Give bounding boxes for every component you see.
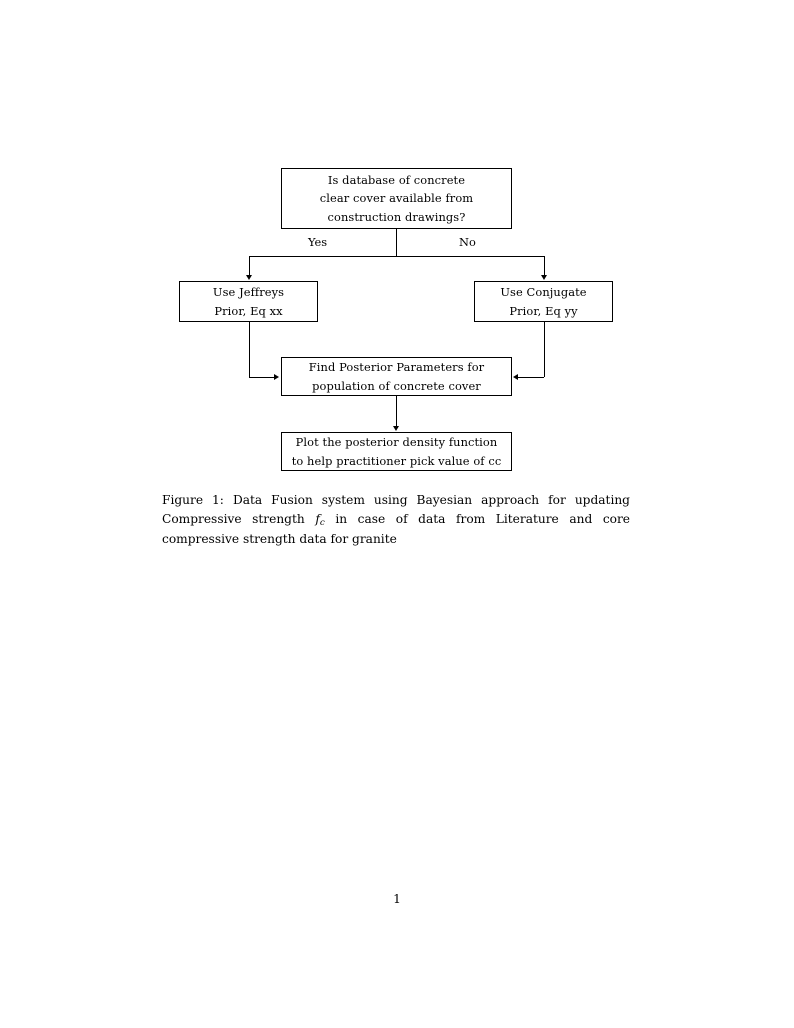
figure-caption-symbol-subscript: c (319, 517, 325, 528)
flow-node-conjugate-prior[interactable]: Use Conjugate Prior, Eq yy (474, 281, 613, 322)
figure-caption-text-before: Data Fusion system using Bayesian approa… (162, 493, 630, 526)
flow-node-jeffreys-line-1: Use Jeffreys (212, 285, 285, 300)
flow-node-jeffreys-prior[interactable]: Use Jeffreys Prior, Eq xx (179, 281, 318, 322)
flow-node-plot-posterior-density[interactable]: Plot the posterior density function to h… (281, 432, 512, 471)
flow-node-plot-line-1: Plot the posterior density function (295, 435, 498, 450)
flow-node-conjugate-line-2: Prior, Eq yy (509, 303, 578, 318)
arrowhead-conjugate-to-posterior (513, 373, 518, 380)
edge-label-no: No (459, 235, 476, 249)
connector-conjugate-down (544, 322, 545, 377)
figure-caption-space-3 (325, 512, 336, 526)
flow-node-jeffreys-line-2: Prior, Eq xx (214, 303, 283, 318)
arrowhead-jeffreys-to-posterior (274, 373, 279, 380)
connector-split-bar (249, 256, 545, 257)
figure-caption-prefix: Figure 1: (162, 493, 224, 507)
arrowhead-to-jeffreys (245, 275, 252, 280)
connector-jeffreys-right (249, 377, 275, 378)
figure-caption-symbol-base: f (315, 511, 320, 526)
connector-yes-drop (249, 256, 250, 276)
figure-flowchart: Is database of concrete clear cover avai… (0, 0, 794, 500)
figure-caption-text-after: in case of data from Literature and core… (162, 511, 631, 546)
flow-node-plot-line-2: to help practitioner pick value of cc (291, 453, 502, 468)
connector-posterior-to-plot (396, 396, 397, 427)
edge-label-yes: Yes (308, 235, 328, 249)
connector-no-drop (544, 256, 545, 276)
connector-jeffreys-down (249, 322, 250, 377)
figure-caption: Figure 1: Data Fusion system using Bayes… (162, 491, 630, 548)
flow-node-posterior-line-1: Find Posterior Parameters for (308, 360, 485, 375)
figure-caption-space-2 (305, 512, 316, 526)
page-number: 1 (393, 892, 401, 906)
arrowhead-to-conjugate (540, 275, 547, 280)
arrowhead-to-plot (392, 426, 399, 431)
flow-node-posterior-line-2: population of concrete cover (312, 378, 481, 393)
connector-question-stem (396, 229, 397, 257)
flow-node-question-line-1: Is database of concrete (327, 172, 466, 187)
flow-node-question[interactable]: Is database of concrete clear cover avai… (281, 168, 512, 229)
connector-conjugate-left (518, 377, 544, 378)
figure-caption-space-1 (224, 493, 233, 507)
flow-node-find-posterior-parameters[interactable]: Find Posterior Parameters for population… (281, 357, 512, 396)
flow-node-question-line-3: construction drawings? (327, 209, 466, 224)
flow-node-conjugate-line-1: Use Conjugate (500, 285, 587, 300)
flow-node-question-line-2: clear cover available from (319, 191, 474, 206)
